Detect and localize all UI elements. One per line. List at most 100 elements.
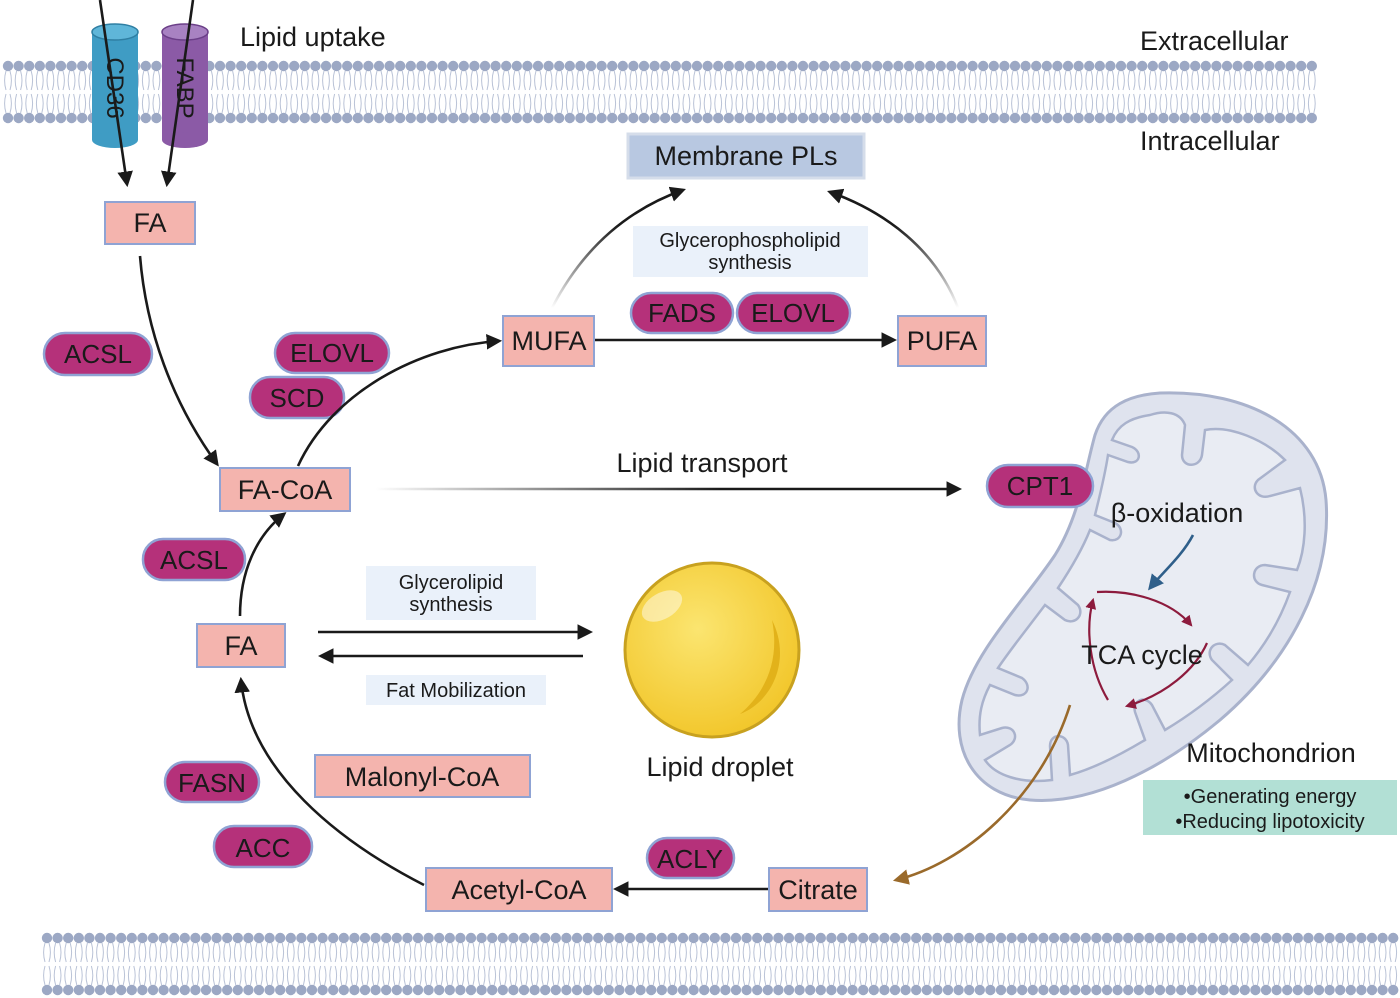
membrane-lipid-tail bbox=[901, 965, 905, 986]
membrane-lipid-tail bbox=[1076, 965, 1080, 986]
membrane-lipid-tail bbox=[339, 942, 343, 963]
membrane-lipid-tail bbox=[1352, 965, 1355, 986]
membrane-lipid-tail bbox=[1034, 942, 1037, 963]
membrane-lipid-tail bbox=[1111, 93, 1115, 114]
membrane-lipid-head bbox=[426, 112, 438, 124]
membrane-lipid-tail bbox=[848, 965, 852, 986]
membrane-lipid-tail bbox=[1315, 942, 1318, 963]
membrane-lipid-head bbox=[974, 932, 985, 944]
membrane-lipid-head bbox=[2, 112, 14, 124]
membrane-lipid-head bbox=[1296, 60, 1307, 72]
membrane-lipid-tail bbox=[636, 965, 640, 986]
membrane-lipid-tail bbox=[677, 93, 680, 114]
membrane-lipid-tail bbox=[1066, 965, 1069, 986]
membrane-lipid-head bbox=[395, 60, 406, 72]
membrane-lipid-tail bbox=[859, 942, 862, 963]
membrane-lipid-head bbox=[1112, 984, 1123, 996]
membrane-lipid-head bbox=[893, 112, 904, 124]
cpt1-label: CPT1 bbox=[1007, 471, 1073, 501]
membrane-lipid-head bbox=[1260, 932, 1272, 944]
membrane-lipid-tail bbox=[419, 965, 422, 986]
membrane-lipid-tail bbox=[380, 70, 383, 91]
membrane-lipid-tail bbox=[1233, 70, 1237, 91]
membrane-lipid-tail bbox=[1172, 965, 1175, 986]
membrane-lipid-tail bbox=[329, 965, 332, 986]
membrane-lipid-head bbox=[458, 60, 469, 72]
membrane-lipid-head bbox=[646, 932, 657, 944]
membrane-lipid-tail bbox=[991, 965, 995, 986]
membrane-lipid-head bbox=[773, 984, 784, 996]
membrane-lipid-tail bbox=[1203, 965, 1207, 986]
membrane-lipid-tail bbox=[907, 942, 910, 963]
membrane-lipid-tail bbox=[878, 70, 882, 91]
membrane-lipid-tail bbox=[1299, 965, 1302, 986]
membrane-lipid-tail bbox=[1225, 965, 1228, 986]
membrane-lipid-tail bbox=[528, 70, 532, 91]
membrane-lipid-head bbox=[575, 112, 586, 124]
membrane-lipid-tail bbox=[1196, 70, 1200, 91]
membrane-lipid-head bbox=[1126, 60, 1137, 72]
membrane-lipid-tail bbox=[1064, 70, 1067, 91]
membrane-lipid-tail bbox=[944, 965, 947, 986]
membrane-lipid-head bbox=[437, 112, 448, 124]
membrane-lipid-tail bbox=[64, 942, 67, 963]
fa-bottom-box bbox=[196, 623, 286, 668]
membrane-lipid-head bbox=[808, 60, 819, 72]
membrane-lipid-head bbox=[624, 932, 636, 944]
membrane-lipid-tail bbox=[735, 93, 738, 114]
membrane-lipid-tail bbox=[620, 942, 624, 963]
membrane-lipid-head bbox=[879, 984, 890, 996]
membrane-lipid-head bbox=[246, 60, 257, 72]
membrane-lipid-tail bbox=[96, 965, 99, 986]
membrane-lipid-tail bbox=[671, 93, 675, 114]
cd36-top bbox=[91, 23, 139, 41]
membrane-lipid-tail bbox=[615, 965, 618, 986]
membrane-lipid-tail bbox=[576, 70, 579, 91]
membrane-lipid-tail bbox=[1182, 942, 1186, 963]
membrane-lipid-tail bbox=[1023, 942, 1027, 963]
membrane-lipid-head bbox=[766, 60, 777, 72]
membrane-lipid-tail bbox=[422, 93, 426, 114]
membrane-lipid-head bbox=[1306, 60, 1318, 72]
membrane-lipid-tail bbox=[1235, 965, 1239, 986]
membrane-lipid-head bbox=[925, 112, 936, 124]
membrane-lipid-head bbox=[34, 112, 45, 124]
mitochondrion-to-citrate-arrow bbox=[892, 704, 1072, 885]
membrane-lipid-tail bbox=[772, 70, 776, 91]
membrane-lipid-tail bbox=[57, 70, 60, 91]
membrane-lipid-tail bbox=[1341, 965, 1345, 986]
membrane-lipid-head bbox=[52, 984, 63, 996]
membrane-lipid-tail bbox=[57, 93, 60, 114]
membrane-lipid-head bbox=[1017, 984, 1028, 996]
membrane-lipid-tail bbox=[737, 965, 740, 986]
membrane-lipid-head bbox=[709, 932, 720, 944]
membrane-lipid-tail bbox=[14, 93, 18, 114]
membrane-lipid-head bbox=[363, 60, 374, 72]
membrane-lipid-head bbox=[593, 932, 604, 944]
membrane-lipid-head bbox=[1059, 984, 1070, 996]
membrane-lipid-tail bbox=[223, 942, 226, 963]
membrane-lipid-head bbox=[797, 60, 809, 72]
membrane-lipid-head bbox=[232, 984, 243, 996]
membrane-lipid-tail bbox=[889, 93, 892, 114]
membrane-lipid-head bbox=[1009, 60, 1021, 72]
membrane-lipid-tail bbox=[1018, 965, 1021, 986]
membrane-lipid-head bbox=[794, 984, 805, 996]
membrane-lipid-head bbox=[956, 112, 968, 124]
membrane-lipid-tail bbox=[1278, 942, 1281, 963]
membrane-lipid-head bbox=[444, 984, 455, 996]
membrane-lipid-tail bbox=[573, 942, 576, 963]
membrane-lipid-tail bbox=[673, 965, 677, 986]
mufa-label: MUFA bbox=[511, 326, 586, 356]
membrane-lipid-tail bbox=[232, 93, 235, 114]
membrane-lipid-tail bbox=[477, 942, 481, 963]
membrane-lipid-head bbox=[45, 60, 56, 72]
membrane-lipid-tail bbox=[385, 93, 389, 114]
membrane-lipid-tail bbox=[666, 70, 670, 91]
scd-pill bbox=[248, 375, 346, 420]
membrane-lipid-tail bbox=[403, 942, 406, 963]
membrane-lipid-tail bbox=[652, 942, 656, 963]
membrane-lipid-head bbox=[730, 932, 742, 944]
membrane-lipid-tail bbox=[1028, 965, 1032, 986]
membrane-lipid-head bbox=[596, 112, 607, 124]
